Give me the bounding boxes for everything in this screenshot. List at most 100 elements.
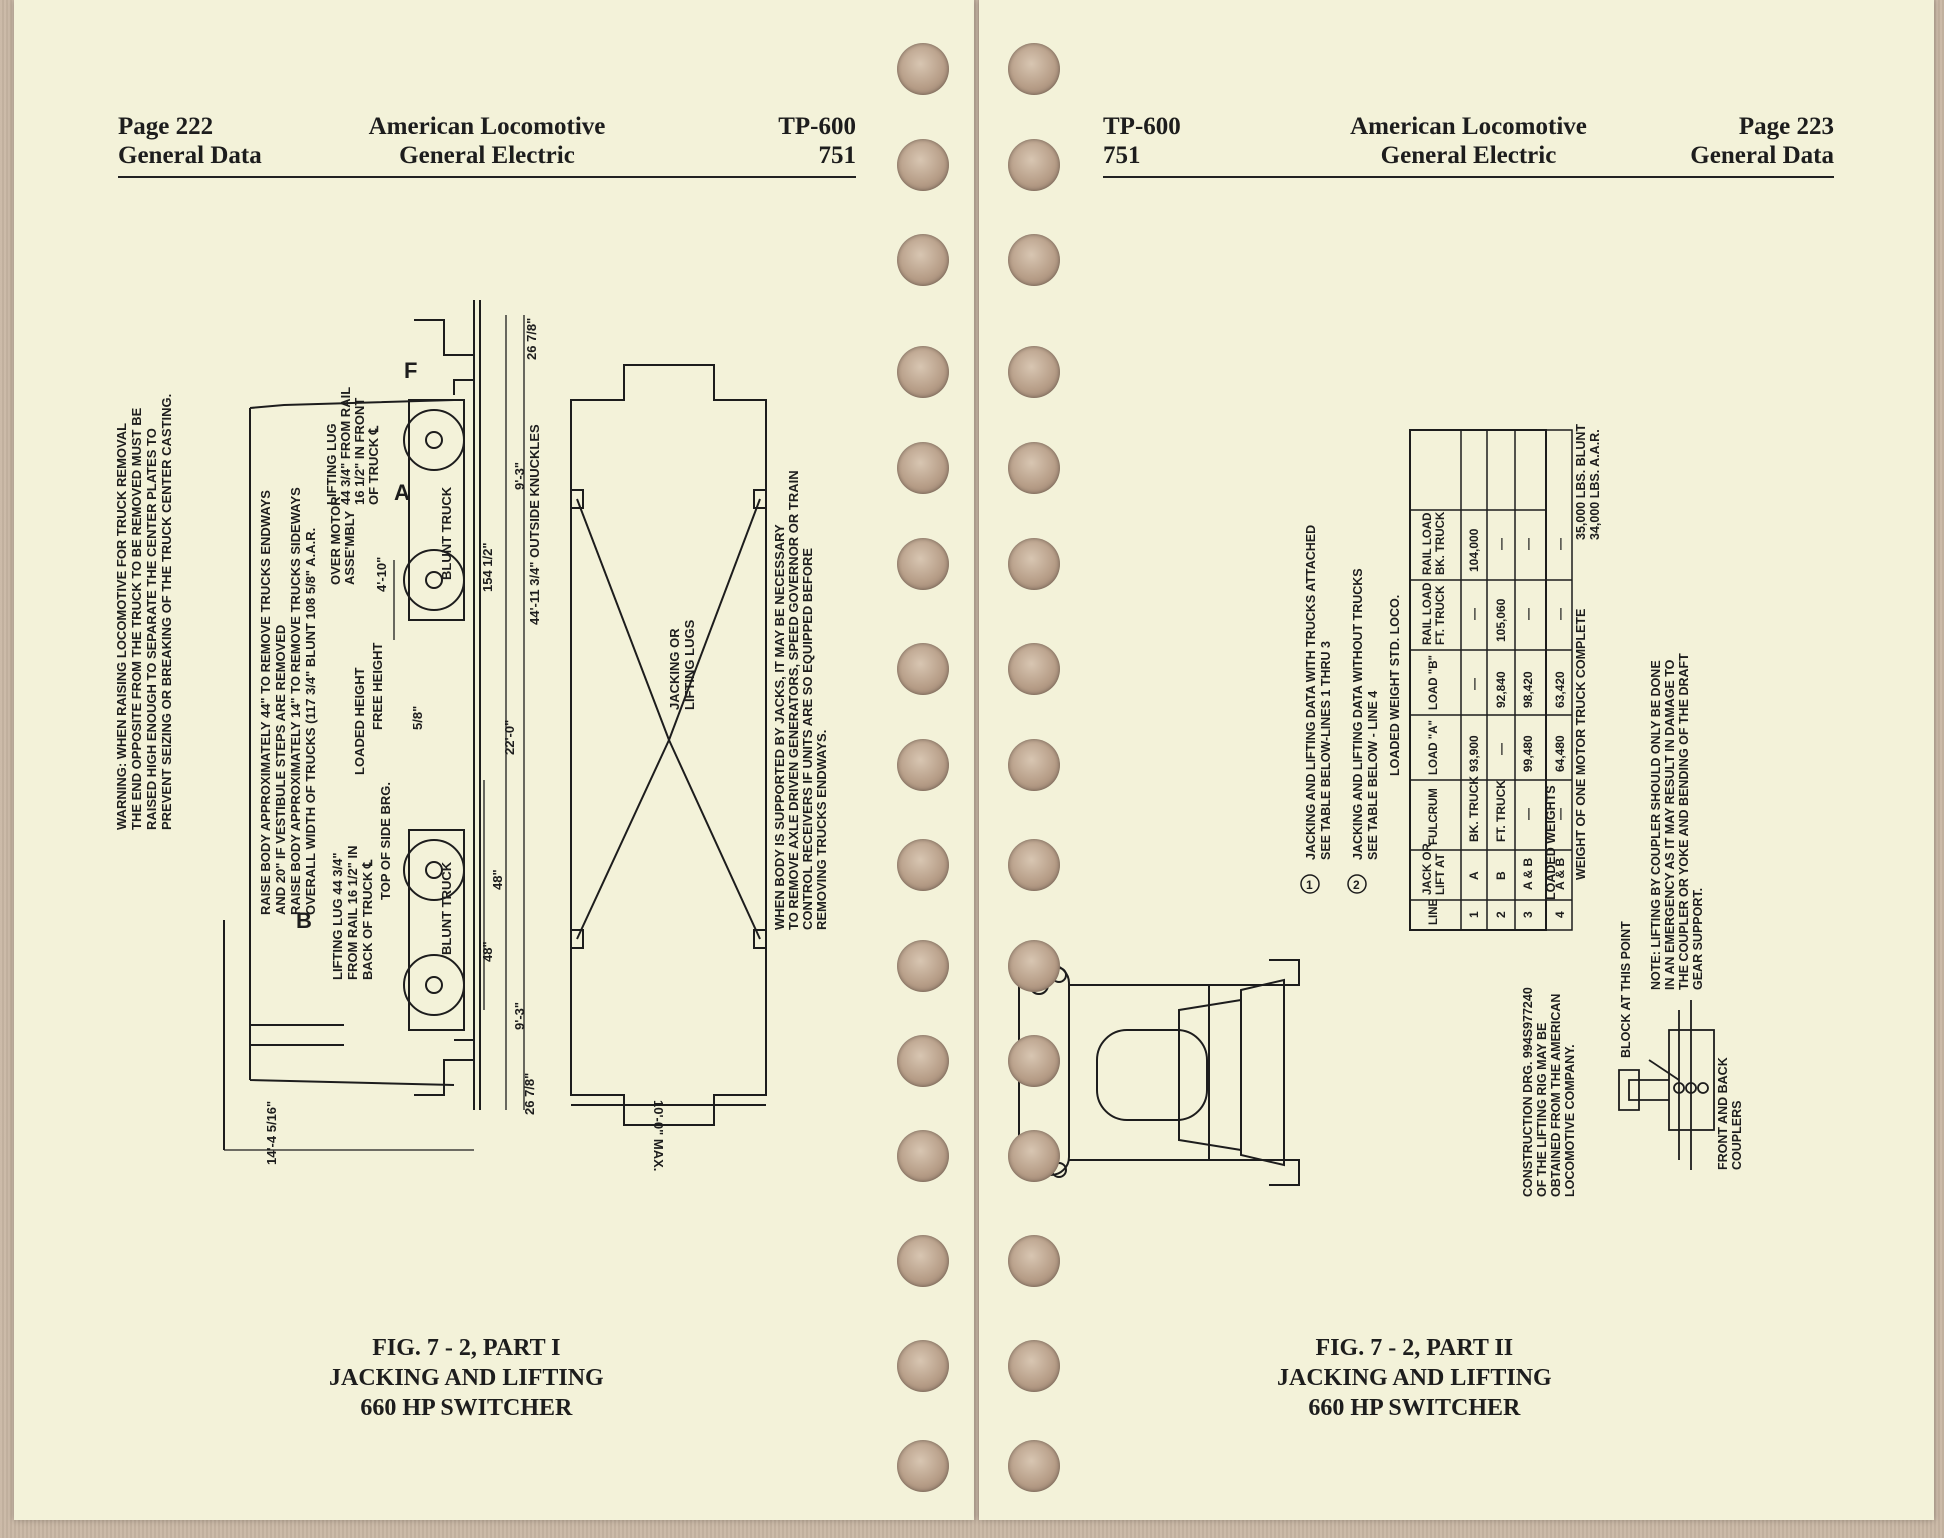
note-number: 2 — [1353, 878, 1360, 892]
binder-hole — [897, 1130, 949, 1182]
blunt-truck-label: BLUNT TRUCK — [439, 861, 454, 955]
top-side-brg-label: TOP OF SIDE BRG. — [378, 782, 393, 900]
max-width-label: 10'-0" MAX. — [651, 1100, 666, 1171]
document-number: 751 — [1103, 142, 1141, 169]
coupler-drawing — [1618, 1000, 1715, 1170]
loaded-weights-label: LOADED WEIGHTS — [1544, 785, 1558, 900]
binder-hole — [897, 643, 949, 695]
binder-hole — [1008, 139, 1060, 191]
company-name: American Locomotive — [1350, 113, 1587, 140]
table-cell: 105,060 — [1494, 598, 1508, 642]
note-marker — [1347, 874, 1367, 894]
table-cell: A & B — [1521, 857, 1535, 890]
dimension-label: 48" — [490, 869, 505, 890]
table-cell: 93,900 — [1467, 735, 1481, 772]
table-header: RAIL LOADBK. TRUCK — [1422, 511, 1447, 575]
binder-hole — [1008, 839, 1060, 891]
table-cell: — — [1467, 608, 1481, 620]
locomotive-drawing: WARNING: WHEN RAISING LOCOMOTIVE FOR TRU… — [114, 300, 829, 1171]
binder-hole — [1008, 234, 1060, 286]
binder-hole — [1008, 1130, 1060, 1182]
binder-hole — [1008, 1340, 1060, 1392]
binder-hole — [897, 538, 949, 590]
caption-line: 660 HP SWITCHER — [360, 1395, 573, 1421]
loaded-height-label: LOADED HEIGHT — [352, 667, 367, 775]
table-header: JACK ORLIFT AT — [1422, 843, 1447, 895]
table-header: LOAD "A" — [1428, 720, 1440, 775]
binder-hole — [897, 1340, 949, 1392]
section-label: General Data — [1690, 142, 1834, 169]
dimension-label: 48" — [480, 941, 495, 962]
caption-line: FIG. 7 - 2, PART II — [1315, 1335, 1514, 1361]
point-b-label: B — [296, 908, 312, 933]
binder-hole — [897, 1440, 949, 1492]
binder-hole — [897, 1235, 949, 1287]
binder-hole — [897, 43, 949, 95]
coupler-note: NOTE: LIFTING BY COUPLER SHOULD ONLY BE … — [1649, 653, 1705, 990]
caption-line: 660 HP SWITCHER — [1308, 1395, 1521, 1421]
table-cell: — — [1521, 538, 1535, 550]
table-header: LINE — [1428, 898, 1440, 925]
table-cell: — — [1553, 808, 1567, 820]
binder-hole — [897, 739, 949, 791]
table-cell: — — [1521, 608, 1535, 620]
table-cell: A — [1467, 871, 1481, 880]
binder-hole — [1008, 538, 1060, 590]
document-id: TP-600 — [1103, 113, 1181, 140]
lifting-data-drawing: 1 2 JACKING AND LIFTING DATA WITH TRUCKS… — [1018, 424, 1744, 1197]
raise-notes: RAISE BODY APPROXIMATELY 44" TO REMOVE T… — [258, 487, 318, 915]
binder-hole — [1008, 1235, 1060, 1287]
over-motor-note: OVER MOTORASSE'MBLY — [328, 496, 357, 585]
table-cell: — — [1521, 808, 1535, 820]
page-number: Page 223 — [1738, 113, 1834, 140]
table-cell: 63,420 — [1553, 671, 1567, 708]
company-name: American Locomotive — [368, 113, 606, 140]
couplers-label: FRONT AND BACKCOUPLERS — [1716, 1057, 1744, 1170]
table-cell: — — [1494, 538, 1508, 550]
weight-aar: 34,000 LBS. A.A.R. — [1588, 429, 1602, 540]
binder-hole — [1008, 1035, 1060, 1087]
table-cell: FT. TRUCK — [1494, 780, 1508, 842]
table-header: FULCRUM — [1428, 788, 1440, 845]
dimension-label: 154 1/2" — [480, 542, 495, 592]
dimension-label: 9'-3" — [512, 462, 527, 490]
section-label: General Data — [118, 142, 262, 169]
binder-hole — [1008, 43, 1060, 95]
binder-hole — [1008, 1440, 1060, 1492]
caption-line: JACKING AND LIFTING — [329, 1365, 604, 1391]
binder-hole — [897, 139, 949, 191]
table-cell: 2 — [1494, 911, 1508, 918]
point-f-label: F — [404, 358, 417, 383]
binder-hole — [1008, 940, 1060, 992]
binder-hole — [897, 839, 949, 891]
document-number: 751 — [818, 142, 857, 169]
motor-truck-weight-label: WEIGHT OF ONE MOTOR TRUCK COMPLETE — [1574, 609, 1588, 880]
dimension-lines — [224, 315, 525, 1151]
plan-view — [570, 364, 767, 1126]
table-cell: A & B — [1553, 857, 1567, 890]
point-a-label: A — [394, 480, 410, 505]
lifting-lug-a-note: LIFTING LUG44 3/4" FROM RAIL16 1/2" IN F… — [324, 387, 381, 505]
caption-line: JACKING AND LIFTING — [1277, 1365, 1552, 1391]
company-name: General Electric — [399, 142, 575, 169]
table-cell: B — [1494, 871, 1508, 880]
table-header: RAIL LOADFT. TRUCK — [1422, 583, 1447, 645]
dimension-label: 14'-4 5/16" — [264, 1101, 279, 1165]
block-point-label: BLOCK AT THIS POINT — [1619, 921, 1633, 1058]
table-cell: 64,480 — [1553, 735, 1567, 772]
dimension-label: 5/8" — [410, 706, 425, 730]
table-cell: 98,420 — [1521, 671, 1535, 708]
table-cell: BK. TRUCK — [1467, 776, 1481, 842]
binder-hole — [1008, 739, 1060, 791]
table-cell: 104,000 — [1467, 528, 1481, 572]
binder-hole — [897, 1035, 949, 1087]
blunt-truck-label: BLUNT TRUCK — [439, 486, 454, 580]
binder-hole — [897, 234, 949, 286]
trucks-attached-note: JACKING AND LIFTING DATA WITH TRUCKS ATT… — [1304, 525, 1333, 860]
table-cell: — — [1553, 608, 1567, 620]
table-cell: 3 — [1521, 911, 1535, 918]
page-number: Page 222 — [118, 113, 214, 140]
table-title: LOADED WEIGHT STD. LOCO. — [1388, 595, 1402, 776]
